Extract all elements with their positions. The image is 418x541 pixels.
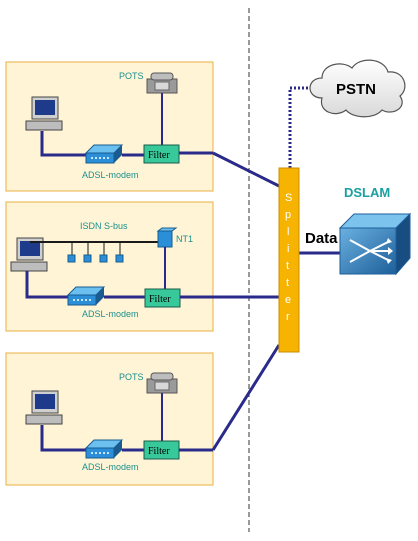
svg-text:i: i [287, 243, 289, 255]
splitter-label: S p l i t t e r [285, 192, 292, 323]
desktop-computer-icon [25, 390, 63, 425]
telephone-icon [146, 72, 178, 94]
adsl-modem-label-3: ADSL-modem [82, 462, 139, 472]
svg-text:e: e [285, 294, 291, 306]
pots-label-3: POTS [119, 372, 144, 382]
pstn-label: PSTN [336, 81, 376, 98]
desktop-computer-icon [25, 96, 63, 131]
svg-text:r: r [286, 311, 290, 323]
isdn-sbus-label: ISDN S-bus [80, 221, 128, 231]
filter-label-2: Filter [149, 294, 171, 305]
svg-text:p: p [285, 209, 291, 221]
filter-label-3: Filter [148, 446, 170, 457]
modem-icon [84, 439, 124, 459]
nt1-terminal-icon [156, 227, 178, 248]
splitter-box [278, 167, 300, 353]
filter-label-1: Filter [148, 150, 170, 161]
splitter-connections [211, 86, 340, 451]
dslam-label: DSLAM [344, 185, 390, 200]
svg-text:S: S [285, 192, 292, 204]
home-panel-1: POTS Filter ADSL-modem [5, 61, 214, 192]
nt1-label: NT1 [176, 234, 193, 244]
svg-text:t: t [286, 260, 289, 272]
svg-text:t: t [286, 277, 289, 289]
cloud-icon [309, 59, 406, 118]
desktop-computer-icon [10, 237, 48, 272]
isdn-terminal-icons [67, 242, 124, 263]
home-panel-3: POTS Filter ADSL-modem [5, 352, 214, 486]
adsl-modem-label-1: ADSL-modem [82, 170, 139, 180]
svg-text:l: l [287, 226, 289, 238]
pots-label-1: POTS [119, 71, 144, 81]
adsl-modem-label-2: ADSL-modem [82, 309, 139, 319]
home-panel-2: ISDN S-bus NT1 [5, 201, 214, 332]
modem-icon [66, 286, 106, 306]
telephone-icon [146, 372, 178, 394]
dslam-router-icon [338, 212, 412, 276]
data-label: Data [305, 230, 338, 247]
modem-icon [84, 144, 124, 164]
